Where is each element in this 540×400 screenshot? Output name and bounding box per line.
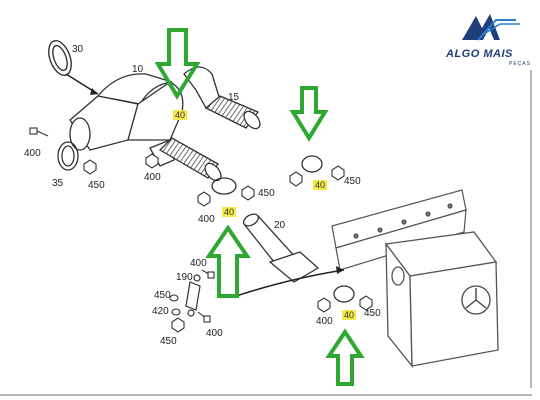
part-label: 400 (190, 258, 207, 269)
part-label: 400 (24, 148, 41, 159)
washer-420 (169, 294, 185, 333)
logo-sub: PEÇAS (509, 61, 531, 67)
arrow-up-icon (205, 224, 251, 298)
part-label: 30 (72, 44, 84, 55)
bolt-400b (145, 153, 159, 169)
nut-450a (83, 159, 97, 175)
muffler-box (384, 231, 499, 368)
part-label: 400 (206, 328, 223, 339)
bolt-400d (289, 171, 303, 187)
arrow-down-icon (289, 86, 329, 142)
highlight-label: 40 (224, 207, 234, 217)
frame-edge-bottom (0, 394, 532, 396)
leader-curve (235, 269, 345, 297)
highlight-box (222, 207, 236, 217)
highlight-box (173, 110, 187, 120)
part-20-pipe (242, 213, 320, 283)
part-label: 10 (132, 64, 144, 75)
clamp-lower-right (333, 285, 355, 303)
part-label: 450 (160, 336, 177, 347)
part-label: 400 (316, 316, 333, 327)
nut-450c (331, 165, 345, 181)
part-15-pipe (183, 66, 261, 130)
bolt-400g (317, 297, 331, 313)
hose-end (204, 162, 222, 182)
clamp-center (211, 177, 237, 195)
part-label: 450 (88, 180, 105, 191)
arrow-up-icon (325, 328, 365, 386)
part-label: 20 (274, 220, 286, 231)
bolt-400f (197, 311, 211, 323)
mercedes-star-icon (465, 288, 487, 309)
part-label: 15 (228, 92, 240, 103)
logo-brand: ALGO MAIS (445, 48, 513, 60)
part-label: 450 (364, 308, 381, 319)
highlight-label: 40 (344, 310, 354, 320)
highlight-box (342, 310, 356, 320)
highlight-label: 40 (315, 180, 325, 190)
nut-450g (359, 295, 373, 311)
bolt-400e (201, 269, 215, 279)
part-label: 450 (154, 290, 171, 301)
part-label: 190 (176, 272, 193, 283)
part-label: 450 (258, 188, 275, 199)
nut-450b (241, 185, 255, 201)
leader-arrowhead (90, 88, 98, 95)
arrow-down-icon (154, 28, 201, 100)
part-label: 420 (152, 306, 169, 317)
highlight-label: 40 (175, 110, 185, 120)
part-label: 450 (344, 176, 361, 187)
part-35-clamp (57, 141, 79, 171)
clamp-right-upper (301, 155, 323, 173)
part-label: 400 (144, 172, 161, 183)
highlight-box (313, 180, 327, 190)
part-label: 400 (198, 214, 215, 225)
part-190-hanger (185, 274, 201, 317)
bolt-400a (29, 127, 49, 137)
bolt-400c (197, 191, 211, 207)
part-30-gasket (48, 40, 72, 76)
leader-arrowhead-2 (336, 266, 344, 274)
part-label: 35 (52, 178, 64, 189)
flex-hose (158, 137, 219, 179)
bracket-beam (331, 189, 467, 271)
frame-edge-right (530, 70, 532, 388)
algo-mais-logo-icon (462, 14, 520, 41)
